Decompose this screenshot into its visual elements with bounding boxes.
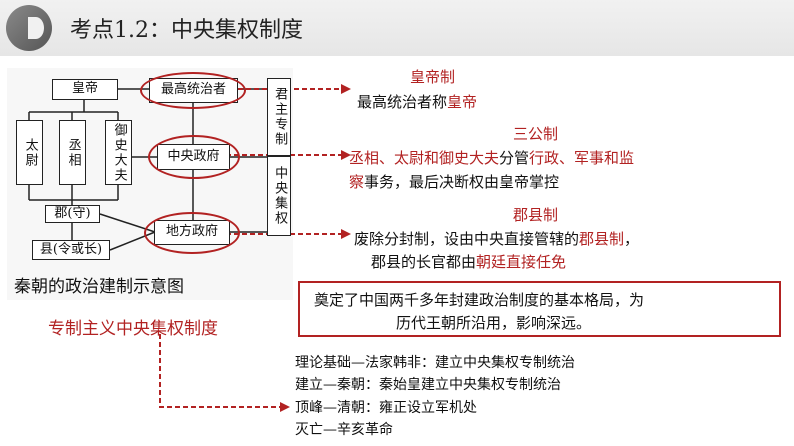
jun-box: 郡(守) <box>45 205 100 223</box>
supreme-ruler-highlight <box>140 72 246 109</box>
header-logo-icon <box>6 5 52 51</box>
diagram-frame <box>7 68 293 300</box>
text-segment: 废除分封制，设由中央直接管辖的 <box>354 230 580 248</box>
page-title: 考点1.2：中央集权制度 <box>70 18 303 43</box>
local-gov-highlight <box>144 212 240 254</box>
emperor-system-line: 最高统治者称皇帝 <box>357 91 477 112</box>
three-lords-title: 三公制 <box>513 125 559 143</box>
xian-box: 县(令或长) <box>32 240 110 260</box>
text-segment: 事务，最后决断权由皇帝掌控 <box>364 173 560 191</box>
text-highlight: 察 <box>349 173 365 191</box>
emperor-system-title: 皇帝制 <box>410 68 456 86</box>
text-segment: 分管 <box>499 149 530 167</box>
diagram-caption: 秦朝的政治建制示意图 <box>14 277 184 297</box>
header-bar <box>0 0 794 56</box>
bullet-fall: 灭亡—辛亥革命 <box>295 422 393 438</box>
chengxiang-box: 丞相 <box>59 120 86 185</box>
text-highlight: 丞相、太尉和御史大夫 <box>349 149 500 167</box>
centralization-label: 中央集权 <box>267 156 291 236</box>
text-highlight: 皇帝 <box>447 93 478 111</box>
central-gov-highlight <box>148 135 240 179</box>
commandery-line1: 废除分封制，设由中央直接管辖的郡县制， <box>354 228 639 249</box>
taiwei-box: 太尉 <box>16 120 43 185</box>
bullet-theory: 理论基础—法家韩非：建立中央集权专制统治 <box>295 355 575 371</box>
bullet-peak: 顶峰—清朝：雍正设立军机处 <box>295 400 477 416</box>
text-highlight: 行政、军事和监 <box>529 149 635 167</box>
text-highlight: 郡县制 <box>579 230 625 248</box>
commandery-title: 郡县制 <box>513 206 559 224</box>
emperor-box: 皇帝 <box>52 79 118 100</box>
autocracy-label: 君主专制 <box>267 78 291 156</box>
commandery-line2: 郡县的长官都由朝廷直接任免 <box>371 251 566 272</box>
text-segment: ， <box>624 230 640 248</box>
conclusion-box <box>298 281 781 337</box>
subtitle: 专制主义中央集权制度 <box>48 319 218 339</box>
bullet-establish: 建立—秦朝：秦始皇建立中央集权专制统治 <box>295 377 561 393</box>
conclusion-line2: 历代王朝所沿用，影响深远。 <box>396 314 592 332</box>
text-highlight: 朝廷直接任免 <box>476 253 567 271</box>
three-lords-line1: 丞相、太尉和御史大夫分管行政、军事和监 <box>349 147 634 168</box>
text-segment: 郡县的长官都由 <box>371 253 477 271</box>
three-lords-line2: 察事务，最后决断权由皇帝掌控 <box>349 171 559 192</box>
conclusion-line1: 奠定了中国两千多年封建政治制度的基本格局，为 <box>314 291 645 309</box>
yushi-box: 御史大夫 <box>105 120 132 185</box>
text-segment: 最高统治者称 <box>357 93 448 111</box>
